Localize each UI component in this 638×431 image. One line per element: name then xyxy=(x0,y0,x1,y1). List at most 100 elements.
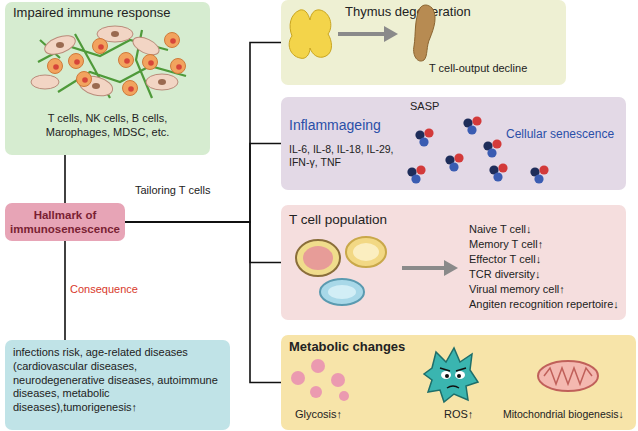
immune-cells-illustration-part xyxy=(69,54,84,69)
central-box: Hallmark of immunosenescence xyxy=(5,203,125,241)
group-box: Impaired immune response T cells, NK cell… xyxy=(5,2,210,155)
metabolic-illustration-part xyxy=(544,368,592,384)
immune-cells-illustration-part xyxy=(77,72,92,87)
box-text: Mitochondrial biogenesis↓ xyxy=(503,408,635,421)
box-text: ROS↑ xyxy=(444,408,494,422)
box-text: IL-6, IL-8, IL-18, IL-29, IFN-γ, TNF xyxy=(289,143,409,169)
box-text: Virual memory cell↑ xyxy=(469,283,624,297)
connector-line xyxy=(125,144,281,223)
annotation-label: Tailoring T cells xyxy=(135,184,210,197)
t-cell-illustration-part xyxy=(303,246,333,270)
consequence-box: infections risk, age-related diseases (c… xyxy=(5,340,230,430)
box-title: infections risk, age-related diseases (c… xyxy=(13,346,222,415)
hallmark-panel: T cell populationNaive T cell↓Memory T c… xyxy=(281,205,626,320)
box-title: T cell population xyxy=(289,212,489,229)
immune-cells-illustration-part xyxy=(176,64,182,70)
immune-cells-illustration-part xyxy=(98,44,104,50)
immune-cells-illustration xyxy=(31,26,186,99)
thymus-illustration xyxy=(289,5,435,61)
sasp-molecules-part xyxy=(489,163,507,181)
thymus-illustration-part xyxy=(289,10,331,59)
immune-cells-illustration-part xyxy=(31,75,59,89)
t-cell-illustration-part xyxy=(346,237,386,267)
immune-cells-illustration-part xyxy=(111,31,119,37)
box-title: Metabolic changes xyxy=(289,339,489,355)
connector-line xyxy=(64,241,66,340)
immune-cells-illustration-part xyxy=(42,32,78,58)
t-cell-illustration-part xyxy=(402,266,446,270)
immune-cells-illustration-part xyxy=(148,60,154,66)
metabolic-illustration-part xyxy=(331,373,345,387)
metabolic-illustration-part xyxy=(538,361,598,391)
box-text: TCR diversity↓ xyxy=(469,268,624,282)
hallmark-panel: Thymus degeneration T cell-output decline xyxy=(281,0,566,85)
annotation-label: Consequence xyxy=(70,283,138,296)
immune-cells-illustration-part xyxy=(124,58,130,64)
sasp-molecules-part xyxy=(530,165,548,183)
immune-cells-illustration-part xyxy=(146,74,178,90)
t-cell-illustration xyxy=(296,237,458,305)
box-text: Glycosis↑ xyxy=(295,408,385,422)
box-text: T cells, NK cells, B cells, Marophages, … xyxy=(15,112,200,140)
sasp-molecules-part xyxy=(463,116,481,134)
immune-cells-illustration-part xyxy=(119,53,134,68)
connector-line xyxy=(125,222,281,263)
t-cell-illustration-part xyxy=(296,240,340,276)
immune-cells-illustration-part xyxy=(128,86,134,92)
immune-cells-illustration-part xyxy=(74,59,80,65)
thymus-illustration-part xyxy=(338,32,386,36)
immune-cells-illustration-part xyxy=(56,42,64,48)
box-text: T cell-output decline xyxy=(429,62,561,76)
box-title: SASP xyxy=(410,100,470,114)
immune-cells-illustration-part xyxy=(170,38,176,44)
metabolic-illustration-part xyxy=(441,371,451,379)
immune-cells-illustration-part xyxy=(171,59,186,74)
sasp-molecules-part xyxy=(407,165,425,183)
metabolic-illustration-part xyxy=(339,391,349,401)
immune-cells-illustration-part xyxy=(143,55,158,70)
hallmark-panel: SASP InflammageingIL-6, IL-8, IL-18, IL-2… xyxy=(281,97,626,190)
metabolic-illustration-part xyxy=(440,368,466,388)
immune-cells-illustration-part xyxy=(97,26,133,42)
box-text: Cellular senescence xyxy=(506,127,624,142)
t-cell-illustration-part xyxy=(444,260,458,276)
immune-cells-illustration-part xyxy=(92,83,100,89)
immune-cells-illustration-part xyxy=(77,73,115,99)
box-title: Impaired immune response xyxy=(13,5,205,21)
t-cell-illustration-part xyxy=(320,279,364,305)
sasp-molecules xyxy=(407,116,548,183)
thymus-illustration-part xyxy=(384,26,398,42)
metabolic-illustration-part xyxy=(291,371,305,385)
t-cell-illustration-part xyxy=(328,285,356,299)
immune-cells-illustration-part xyxy=(158,79,166,85)
box-text: Memory T cell↑ xyxy=(469,238,624,252)
metabolic-illustration-part xyxy=(445,374,449,378)
box-text: Effector T cell↓ xyxy=(469,253,624,267)
metabolic-illustration xyxy=(291,348,598,402)
sasp-molecules-part xyxy=(415,128,433,146)
immune-cells-illustration-part xyxy=(93,39,108,54)
immune-cells-illustration-part xyxy=(165,33,180,48)
sasp-molecules-part xyxy=(445,153,463,171)
connector-line xyxy=(64,155,66,203)
immune-cells-illustration-part xyxy=(123,81,138,96)
t-cell-illustration-part xyxy=(353,243,379,261)
box-text: Naive T cell↓ xyxy=(469,223,624,237)
metabolic-illustration-part xyxy=(457,374,461,378)
thymus-illustration-part xyxy=(414,5,435,61)
sasp-molecules-part xyxy=(483,139,501,157)
immune-cells-illustration-part xyxy=(82,77,88,83)
metabolic-illustration-part xyxy=(424,348,478,402)
box-title: Hallmark of immunosenescence xyxy=(8,208,122,237)
metabolic-illustration-part xyxy=(311,359,325,373)
metabolic-illustration-part xyxy=(310,386,322,398)
box-text: Angiten recognition repertoire↓ xyxy=(469,298,624,312)
hallmark-panel: Metabolic changesGlycosis↑ ROS↑ Mitochondr… xyxy=(281,335,636,430)
immune-cells-illustration-part xyxy=(48,59,63,74)
immune-cells-illustration-part xyxy=(53,64,59,70)
box-title: Thymus degeneration xyxy=(345,4,545,20)
box-text: Inflammageing xyxy=(289,117,401,135)
metabolic-illustration-part xyxy=(455,371,465,379)
immune-cells-illustration-part xyxy=(130,34,161,59)
